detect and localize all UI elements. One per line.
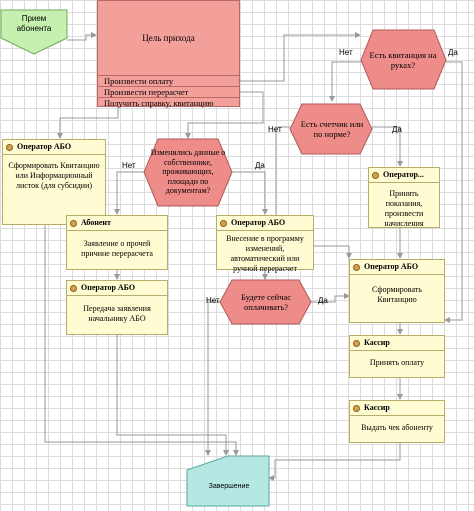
goal-action-certificate[interactable]: Получить справку, квитанцию (98, 97, 239, 108)
decision-receipt-text: Есть квитанция на руках? (369, 50, 437, 70)
task-operator-readings[interactable]: Оператор... Принять показания, произвест… (368, 167, 440, 228)
user-icon (70, 285, 77, 292)
flow-paynow-no (205, 301, 220, 456)
task-role: Оператор АБО (81, 283, 136, 292)
user-icon (353, 405, 360, 412)
user-icon (6, 144, 13, 151)
end-shape[interactable] (186, 455, 270, 507)
task-role: Кассир (364, 338, 390, 347)
decision-meter[interactable] (289, 103, 373, 155)
decision-receipt[interactable] (360, 29, 447, 90)
label-receipt-yes: Да (448, 48, 458, 57)
flow-meter-yes (372, 126, 403, 167)
flow-pay-to-receipt (240, 32, 361, 82)
user-icon (353, 340, 360, 347)
flow-check-to-end (268, 443, 401, 481)
flow-transfer-to-end (116, 335, 229, 456)
goal-box: Цель прихода Произвести оплату Произвест… (97, 0, 240, 108)
task-role: Оператор АБО (231, 218, 286, 227)
end-label: Завершение (208, 483, 250, 490)
flow-changes-no (114, 171, 144, 215)
label-paynow-yes: Да (318, 296, 328, 305)
decision-pay-now-text: Будете сейчас оплачивать? (240, 292, 292, 312)
task-role: Кассир (364, 403, 390, 412)
decision-pay-now[interactable] (219, 279, 312, 325)
decision-meter-text: Есть счетчик или по норме? (300, 119, 364, 139)
task-operator-changes[interactable]: Оператор АБО Внесение в программу измене… (216, 215, 314, 273)
flow-receipt-no (329, 61, 362, 102)
user-icon (372, 172, 379, 179)
decision-changes-text: Изменились данные о собственнике, прожив… (150, 148, 226, 196)
flow-changes-yes (232, 171, 268, 215)
label-changes-no: Нет (122, 161, 136, 170)
task-operator-subsidy[interactable]: Оператор АБО Сформировать Квитанцию или … (2, 139, 106, 225)
task-role: Оператор АБО (364, 262, 419, 271)
goal-action-recount[interactable]: Произвести перерасчет (98, 86, 239, 97)
start-label: Прием абонента (16, 14, 52, 33)
label-receipt-no: Нет (339, 48, 353, 57)
flow-recount-to-changes (185, 91, 264, 139)
user-icon (70, 220, 77, 227)
task-text: Внесение в программу изменений, автомати… (226, 234, 304, 273)
task-text: Принять показания, произвести начисления (384, 189, 424, 228)
task-role: Абонент (81, 218, 111, 227)
label-paynow-no: Нет (206, 296, 220, 305)
task-role: Оператор АБО (17, 142, 72, 151)
task-cashier-pay[interactable]: Кассир Принять оплату (349, 335, 445, 378)
flow-start-to-goal (67, 32, 97, 41)
flow-subsidy-to-end (44, 225, 239, 456)
task-text: Сформировать Квитанцию или Информационны… (8, 161, 100, 190)
goal-action-pay[interactable]: Произвести оплату (98, 75, 239, 86)
task-text: Выдать чек абоненту (361, 423, 433, 432)
task-text: Принять оплату (369, 358, 425, 367)
label-changes-yes: Да (255, 161, 265, 170)
flow-receipt-yes (444, 61, 463, 323)
task-text: Заявление о прочей причине перерасчета (81, 239, 153, 258)
user-icon (220, 220, 227, 227)
task-cashier-check[interactable]: Кассир Выдать чек абоненту (349, 400, 445, 443)
user-icon (353, 264, 360, 271)
start-shape[interactable] (0, 9, 68, 55)
decision-changes[interactable] (143, 138, 233, 207)
task-text: Передача заявления начальнику АБО (83, 304, 151, 323)
flow-paynow-yes (311, 293, 350, 303)
task-abonent-statement[interactable]: Абонент Заявление о прочей причине перер… (66, 215, 168, 270)
task-operator-transfer[interactable]: Оператор АБО Передача заявления начальни… (66, 280, 168, 335)
task-operator-receipt[interactable]: Оператор АБО Сформировать Квитанцию (349, 259, 445, 323)
flow-certificate-to-subsidy (57, 103, 119, 139)
task-role: Оператор... (383, 170, 424, 179)
goal-title: Цель прихода (142, 33, 195, 43)
task-text: Сформировать Квитанцию (372, 285, 422, 304)
label-meter-no: Нет (268, 125, 282, 134)
label-meter-yes: Да (392, 125, 402, 134)
